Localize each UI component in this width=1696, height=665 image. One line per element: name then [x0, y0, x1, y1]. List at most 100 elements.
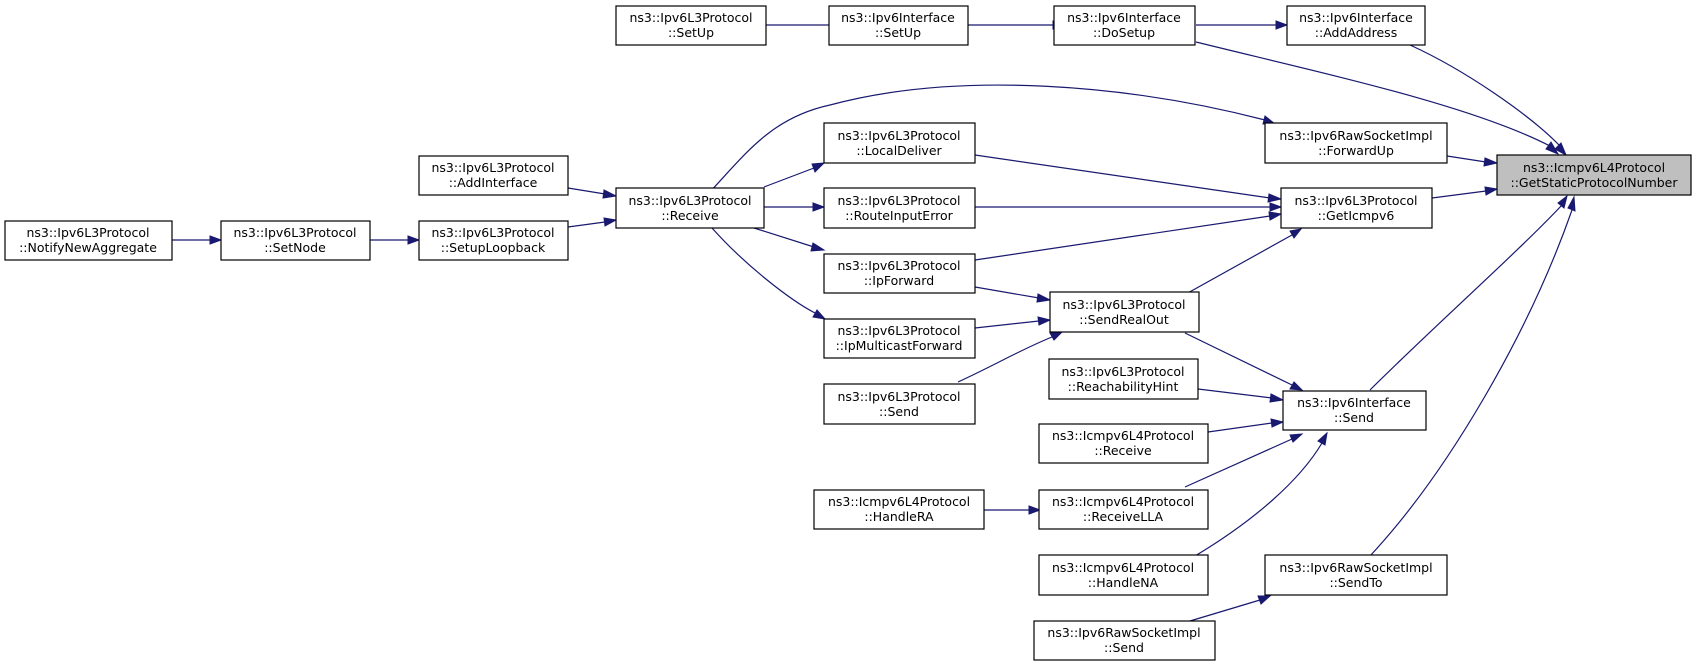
svg-text:::SendRealOut: ::SendRealOut [1079, 312, 1169, 327]
svg-text:ns3::Icmpv6L4Protocol: ns3::Icmpv6L4Protocol [828, 494, 970, 509]
edge-l3-setuploopback-to-receive [567, 217, 618, 228]
svg-text:::HandleRA: ::HandleRA [864, 509, 934, 524]
svg-text:ns3::Ipv6L3Protocol: ns3::Ipv6L3Protocol [431, 160, 554, 175]
node-ipv6l3protocol-receive[interactable]: ns3::Ipv6L3Protocol ::Receive [615, 187, 765, 229]
svg-text:ns3::Ipv6Interface: ns3::Ipv6Interface [1297, 395, 1411, 410]
node-icmpv6l4protocol-handlena[interactable]: ns3::Icmpv6L4Protocol ::HandleNA [1038, 554, 1209, 596]
edge-if-setup-to-if-dosetup [968, 20, 1066, 30]
node-ipv6l3protocol-ipmulticastforward[interactable]: ns3::Ipv6L3Protocol ::IpMulticastForward [823, 318, 976, 359]
node-ipv6l3protocol-notifynewaggregate[interactable]: ns3::Ipv6L3Protocol ::NotifyNewAggregate [4, 220, 173, 261]
svg-text:ns3::Ipv6L3Protocol: ns3::Ipv6L3Protocol [837, 323, 960, 338]
edge-l3-ipforward-to-sendrealout [974, 286, 1052, 303]
edge-icmp-handlera-to-receivella [984, 505, 1042, 515]
svg-text:::SetNode: ::SetNode [264, 240, 326, 255]
svg-text:::LocalDeliver: ::LocalDeliver [856, 143, 942, 158]
svg-text:ns3::Icmpv6L4Protocol: ns3::Icmpv6L4Protocol [1052, 428, 1194, 443]
svg-text:ns3::Ipv6L3Protocol: ns3::Ipv6L3Protocol [837, 258, 960, 273]
svg-text:::ForwardUp: ::ForwardUp [1318, 143, 1394, 158]
svg-text:ns3::Ipv6L3Protocol: ns3::Ipv6L3Protocol [628, 193, 751, 208]
node-icmpv6l4protocol-receive[interactable]: ns3::Icmpv6L4Protocol ::Receive [1038, 423, 1209, 464]
svg-text:ns3::Ipv6L3Protocol: ns3::Ipv6L3Protocol [837, 128, 960, 143]
node-icmpv6l4protocol-handlera[interactable]: ns3::Icmpv6L4Protocol ::HandleRA [813, 489, 985, 530]
svg-text:ns3::Ipv6L3Protocol: ns3::Ipv6L3Protocol [1294, 193, 1417, 208]
node-ipv6l3protocol-setuploopback[interactable]: ns3::Ipv6L3Protocol ::SetupLoopback [418, 220, 569, 261]
edge-l3-routeinputerror-to-geticmpv6 [975, 202, 1283, 212]
edge-if-dosetup-to-if-addaddress [1196, 20, 1289, 30]
svg-text:ns3::Ipv6RawSocketImpl: ns3::Ipv6RawSocketImpl [1279, 128, 1432, 143]
svg-text:::SetUp: ::SetUp [668, 25, 714, 40]
svg-text:::Send: ::Send [1334, 410, 1374, 425]
svg-text:ns3::Ipv6L3Protocol: ns3::Ipv6L3Protocol [1061, 364, 1184, 379]
svg-text:ns3::Ipv6RawSocketImpl: ns3::Ipv6RawSocketImpl [1047, 625, 1200, 640]
node-ipv6interface-send[interactable]: ns3::Ipv6Interface ::Send [1282, 390, 1427, 431]
edge-icmp-handlena-to-if-send [1194, 431, 1328, 557]
node-icmpv6l4protocol-getstaticprotocolnumber[interactable]: ns3::Icmpv6L4Protocol ::GetStaticProtoco… [1496, 154, 1692, 196]
edge-if-dosetup-to-root [1195, 41, 1560, 156]
edge-l3-setnode-to-setuploopback [370, 235, 421, 245]
svg-text:ns3::Ipv6L3Protocol: ns3::Ipv6L3Protocol [26, 225, 149, 240]
node-icmpv6l4protocol-receivella[interactable]: ns3::Icmpv6L4Protocol ::ReceiveLLA [1038, 489, 1209, 530]
svg-text:::GetStaticProtocolNumber: ::GetStaticProtocolNumber [1510, 175, 1678, 190]
nodes: ns3::Icmpv6L4Protocol ::GetStaticProtoco… [4, 5, 1692, 661]
edge-l3-sendrealout-to-if-send [1184, 332, 1304, 391]
svg-text:::RouteInputError: ::RouteInputError [845, 208, 953, 223]
edge-l3-geticmpv6-to-root [1431, 186, 1499, 199]
edge-l3-ipforward-to-geticmpv6 [974, 211, 1283, 261]
node-ipv6l3protocol-setup[interactable]: ns3::Ipv6L3Protocol ::SetUp [615, 5, 767, 46]
node-ipv6interface-addaddress[interactable]: ns3::Ipv6Interface ::AddAddress [1286, 5, 1426, 46]
svg-text:::IpForward: ::IpForward [864, 273, 934, 288]
svg-text:::Receive: ::Receive [661, 208, 719, 223]
edge-icmp-receivella-to-if-send [1184, 433, 1304, 488]
svg-text:ns3::Ipv6Interface: ns3::Ipv6Interface [1299, 10, 1413, 25]
svg-text:::SetUp: ::SetUp [875, 25, 921, 40]
svg-text:::Send: ::Send [879, 404, 919, 419]
node-ipv6interface-dosetup[interactable]: ns3::Ipv6Interface ::DoSetup [1053, 5, 1196, 46]
edge-l3-receive-to-raw-forwardup [706, 84, 1277, 196]
node-ipv6l3protocol-addinterface[interactable]: ns3::Ipv6L3Protocol ::AddInterface [418, 155, 569, 196]
node-ipv6l3protocol-routeinputerror[interactable]: ns3::Ipv6L3Protocol ::RouteInputError [823, 187, 976, 229]
svg-text:ns3::Ipv6Interface: ns3::Ipv6Interface [841, 10, 955, 25]
node-ipv6rawsocketimpl-sendto[interactable]: ns3::Ipv6RawSocketImpl ::SendTo [1264, 554, 1448, 596]
node-ipv6l3protocol-geticmpv6[interactable]: ns3::Ipv6L3Protocol ::GetIcmpv6 [1280, 187, 1433, 229]
svg-text:::ReachabilityHint: ::ReachabilityHint [1068, 379, 1179, 394]
svg-text:::NotifyNewAggregate: ::NotifyNewAggregate [19, 240, 157, 255]
svg-text:ns3::Ipv6Interface: ns3::Ipv6Interface [1067, 10, 1181, 25]
node-ipv6l3protocol-reachabilityhint[interactable]: ns3::Ipv6L3Protocol ::ReachabilityHint [1048, 358, 1199, 400]
svg-text:::Receive: ::Receive [1094, 443, 1152, 458]
svg-text:ns3::Ipv6L3Protocol: ns3::Ipv6L3Protocol [629, 10, 752, 25]
svg-text:ns3::Ipv6L3Protocol: ns3::Ipv6L3Protocol [431, 225, 554, 240]
edge-l3-receive-to-routeinputerror [764, 202, 826, 212]
svg-text:ns3::Icmpv6L4Protocol: ns3::Icmpv6L4Protocol [1523, 160, 1665, 175]
svg-text:::AddAddress: ::AddAddress [1315, 25, 1397, 40]
svg-text:::GetIcmpv6: ::GetIcmpv6 [1318, 208, 1395, 223]
node-ipv6l3protocol-localdeliver[interactable]: ns3::Ipv6L3Protocol ::LocalDeliver [823, 122, 976, 164]
node-ipv6l3protocol-ipforward[interactable]: ns3::Ipv6L3Protocol ::IpForward [823, 253, 976, 294]
edge-raw-forwardup-to-root [1446, 155, 1499, 167]
svg-text:::DoSetup: ::DoSetup [1093, 25, 1155, 40]
edge-if-addaddress-to-root [1409, 44, 1568, 157]
svg-text:::Send: ::Send [1104, 640, 1144, 655]
node-ipv6l3protocol-sendrealout[interactable]: ns3::Ipv6L3Protocol ::SendRealOut [1049, 291, 1200, 333]
node-ipv6rawsocketimpl-forwardup[interactable]: ns3::Ipv6RawSocketImpl ::ForwardUp [1264, 122, 1448, 164]
edge-if-send-to-root [1369, 194, 1568, 391]
edge-l3-receive-to-ipforward [753, 227, 826, 252]
svg-text:ns3::Icmpv6L4Protocol: ns3::Icmpv6L4Protocol [1052, 560, 1194, 575]
node-ipv6l3protocol-send[interactable]: ns3::Ipv6L3Protocol ::Send [823, 383, 976, 425]
svg-text:::SetupLoopback: ::SetupLoopback [441, 240, 546, 255]
svg-text:::SendTo: ::SendTo [1329, 575, 1382, 590]
edge-l3-ipmulticastforward-to-sendrealout [974, 316, 1052, 329]
node-ipv6rawsocketimpl-send[interactable]: ns3::Ipv6RawSocketImpl ::Send [1033, 620, 1216, 661]
node-ipv6l3protocol-setnode[interactable]: ns3::Ipv6L3Protocol ::SetNode [220, 220, 371, 261]
svg-text:ns3::Ipv6L3Protocol: ns3::Ipv6L3Protocol [233, 225, 356, 240]
svg-text:ns3::Ipv6L3Protocol: ns3::Ipv6L3Protocol [837, 193, 960, 208]
edge-l3-reachabilityhint-to-if-send [1197, 388, 1285, 403]
svg-text:ns3::Ipv6L3Protocol: ns3::Ipv6L3Protocol [837, 389, 960, 404]
edge-l3-notify-to-setnode [172, 235, 223, 245]
svg-text:::ReceiveLLA: ::ReceiveLLA [1083, 509, 1164, 524]
edge-l3-addinterface-to-receive [567, 187, 618, 199]
svg-text:ns3::Ipv6L3Protocol: ns3::Ipv6L3Protocol [1062, 297, 1185, 312]
node-ipv6interface-setup[interactable]: ns3::Ipv6Interface ::SetUp [828, 5, 969, 46]
edge-l3-receive-to-ipmulticastforward [711, 227, 827, 320]
svg-text:::HandleNA: ::HandleNA [1088, 575, 1159, 590]
